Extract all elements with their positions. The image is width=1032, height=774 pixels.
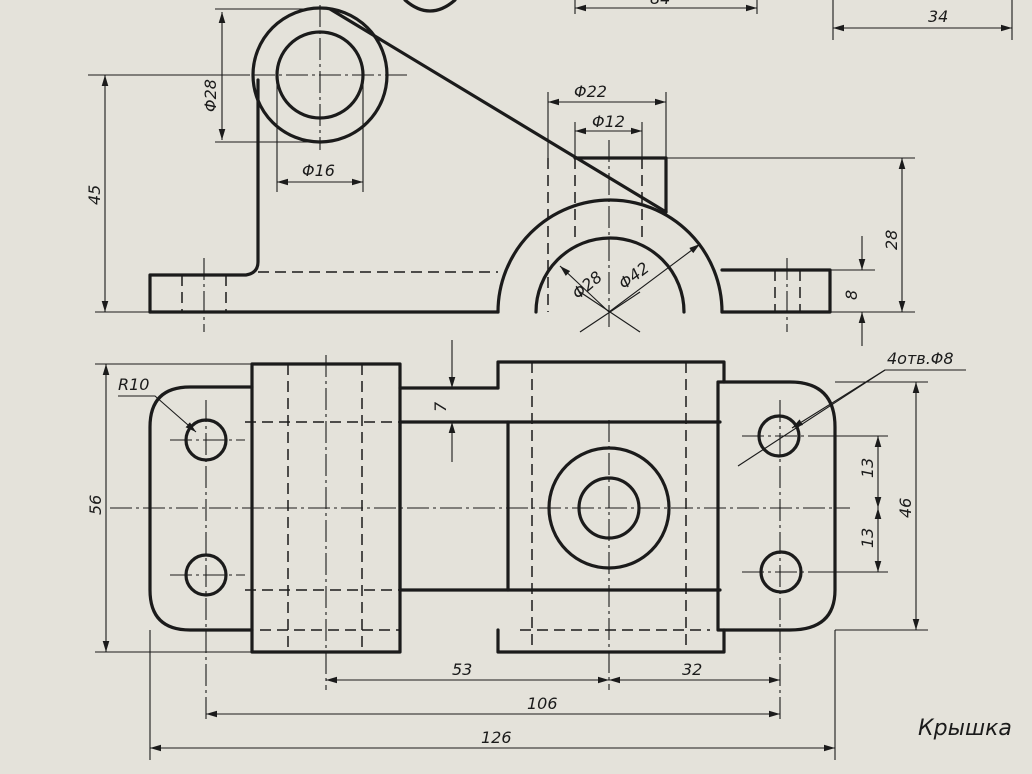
housing-outer-arc bbox=[496, 198, 724, 314]
dim-53-label: 53 bbox=[452, 660, 472, 679]
dim-d22-label: Φ22 bbox=[574, 82, 607, 101]
dim-106-label: 106 bbox=[527, 694, 558, 713]
dim-d42-label: Φ42 bbox=[615, 258, 653, 293]
right-flange bbox=[720, 268, 832, 314]
connecting-arm bbox=[398, 386, 722, 592]
dim-top-partial-label: 84 bbox=[650, 0, 670, 8]
dim-7-label: 7 bbox=[431, 401, 450, 412]
arm-inner bbox=[398, 420, 510, 592]
dim-45-label: 45 bbox=[85, 185, 104, 205]
dim-34-label: 34 bbox=[928, 7, 948, 26]
inclined-rib bbox=[328, 7, 668, 214]
dim-13a-label: 13 bbox=[858, 458, 877, 478]
plan-view: R10 4отв.Φ8 56 7 46 13 13 53 32 106 bbox=[86, 340, 966, 760]
front-view: 45 Φ28 Φ16 Φ22 Φ12 Φ28 Φ42 28 8 bbox=[85, 5, 915, 346]
dim-32-label: 32 bbox=[682, 660, 702, 679]
dim-56-label: 56 bbox=[86, 495, 105, 515]
dim-d28-arc-label: Φ28 bbox=[568, 267, 605, 303]
right-flange-plan bbox=[716, 380, 837, 632]
front-outline-left bbox=[148, 78, 260, 314]
dim-8-label: 8 bbox=[842, 290, 861, 300]
dim-d12-label: Φ12 bbox=[592, 112, 625, 131]
dim-d28-top-label: Φ28 bbox=[201, 79, 220, 112]
housing-inner-arc bbox=[534, 236, 686, 314]
top-partial-dimensions: 84 34 bbox=[403, 0, 1013, 40]
dim-46-label: 46 bbox=[896, 498, 915, 518]
dim-d16-label: Φ16 bbox=[302, 161, 335, 180]
dim-holes-label: 4отв.Φ8 bbox=[887, 349, 954, 368]
dim-126-label: 126 bbox=[481, 728, 512, 747]
dim-r10-label: R10 bbox=[118, 375, 149, 394]
partial-circle bbox=[403, 0, 457, 13]
right-block bbox=[496, 360, 726, 654]
drawing-title: Крышка bbox=[918, 716, 1012, 741]
dim-13b-label: 13 bbox=[858, 528, 877, 548]
dim-28-label: 28 bbox=[882, 230, 901, 250]
